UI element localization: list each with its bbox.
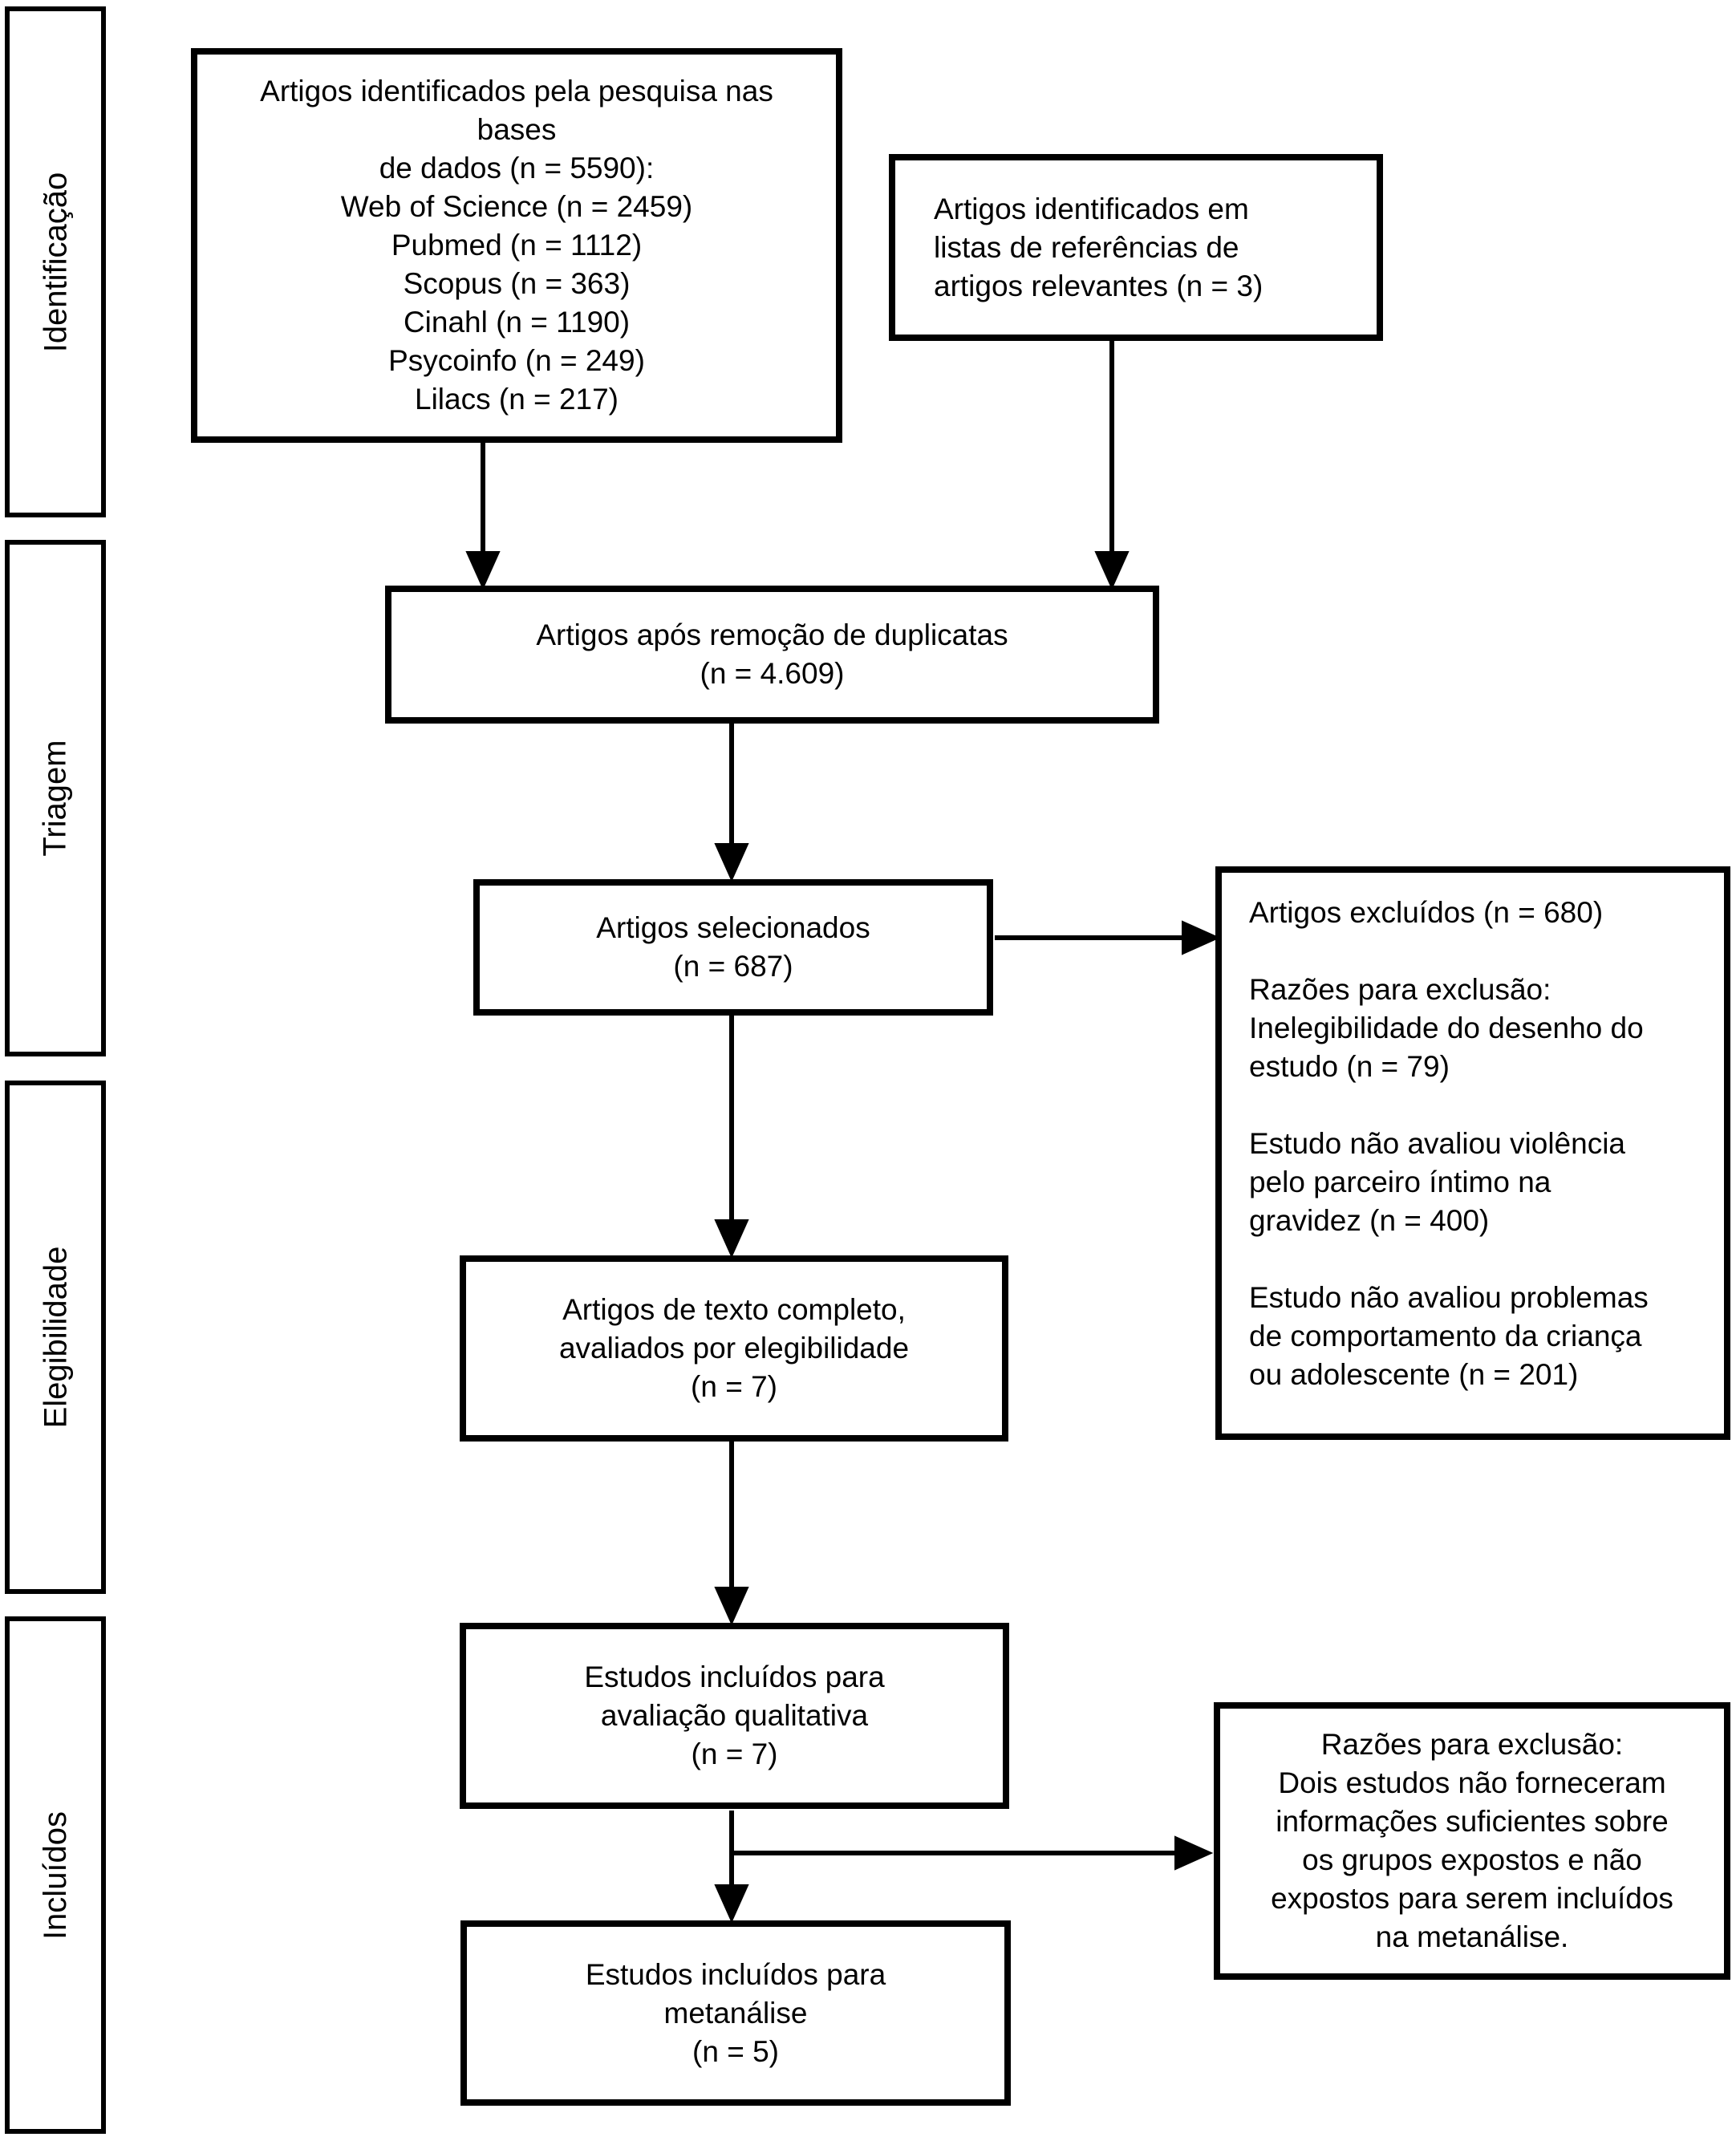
stage-band-identificacao: Identificação bbox=[5, 6, 106, 517]
box-selected: Artigos selecionados (n = 687) bbox=[473, 879, 993, 1016]
arrow-references-to-duplicates bbox=[1094, 340, 1130, 590]
arrow-databases-to-duplicates bbox=[465, 443, 501, 590]
box-after-duplicates: Artigos após remoção de duplicatas (n = … bbox=[385, 586, 1159, 724]
stage-label-incluidos: Incluídos bbox=[38, 1811, 74, 1940]
box-included-metaanalysis: Estudos incluídos para metanálise (n = 5… bbox=[460, 1920, 1011, 2106]
stage-label-elegibilidade: Elegibilidade bbox=[38, 1246, 73, 1429]
box-identified-references: Artigos identificados em listas de refer… bbox=[889, 154, 1383, 341]
arrow-selected-to-excluded bbox=[995, 920, 1221, 955]
box-fulltext-eligibility: Artigos de texto completo, avaliados por… bbox=[460, 1255, 1008, 1442]
stage-band-triagem: Triagem bbox=[5, 540, 106, 1056]
arrow-qualitative-to-metaanalysis bbox=[714, 1811, 749, 1924]
box-excluded-screening: Artigos excluídos (n = 680) Razões para … bbox=[1215, 866, 1730, 1440]
arrow-selected-to-fulltext bbox=[714, 1014, 749, 1259]
box-included-qualitative: Estudos incluídos para avaliação qualita… bbox=[460, 1623, 1009, 1809]
arrow-qualitative-to-excluded-meta bbox=[732, 1835, 1214, 1871]
arrow-fulltext-to-qualitative bbox=[714, 1440, 749, 1626]
box-identified-databases: Artigos identificados pela pesquisa nas … bbox=[191, 48, 842, 443]
stage-band-elegibilidade: Elegibilidade bbox=[5, 1081, 106, 1594]
stage-label-triagem: Triagem bbox=[38, 740, 73, 857]
stage-label-identificacao: Identificação bbox=[38, 172, 73, 352]
box-excluded-metaanalysis: Razões para exclusão: Dois estudos não f… bbox=[1214, 1702, 1730, 1980]
arrow-duplicates-to-selected bbox=[714, 724, 749, 882]
stage-band-incluidos: Incluídos bbox=[5, 1616, 106, 2134]
